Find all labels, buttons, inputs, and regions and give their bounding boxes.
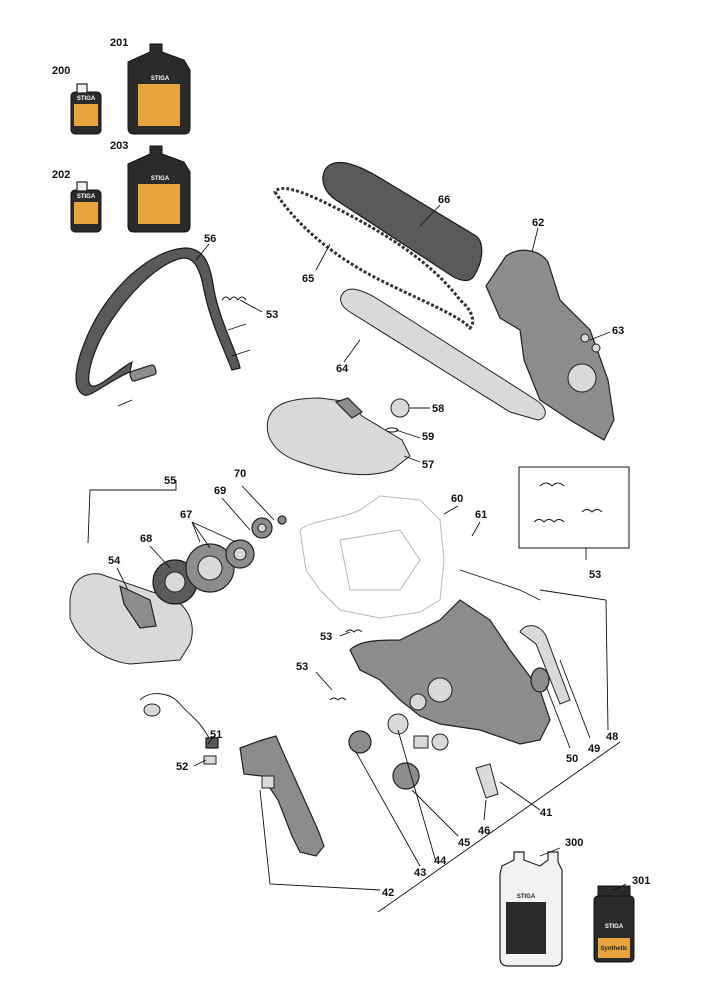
part-label-46: 46 [478,825,490,837]
part-label-64: 64 [336,363,349,375]
rear-grip [239,735,325,857]
bottle-brand-label: STIGA [77,96,96,102]
part-label-70: 70 [234,468,246,480]
bottle-203: STIGA [127,145,191,233]
bottle-brand-label: STIGA [151,176,170,182]
part-label-49: 49 [588,743,600,755]
bottle-brand-label: STIGA [151,76,170,82]
part-label-53-low: 53 [296,661,308,673]
spring-parts [329,629,363,701]
part-label-43: 43 [414,867,426,879]
chain-brake-housing [485,249,615,441]
part-label-48: 48 [606,731,618,743]
bottle-oil-type-label: Synthetic [600,946,628,952]
bottle-202: STIGA [70,181,102,233]
part-label-66: 66 [438,194,450,206]
part-label-53-mid: 53 [320,631,332,643]
part-label-59: 59 [422,431,434,443]
part-number-labels: 200 201 202 203 56 53 66 62 65 63 64 58 … [52,37,650,899]
right-side-parts [459,569,571,705]
part-label-68: 68 [140,533,152,545]
part-label-67: 67 [180,509,192,521]
saw-chain [273,187,475,331]
part-label-58: 58 [432,403,444,415]
part-label-202: 202 [52,169,70,181]
spring-kit-box [518,466,630,549]
part-label-61: 61 [475,509,487,521]
bottle-201: STIGA [127,43,191,135]
part-label-60: 60 [451,493,463,505]
part-label-44: 44 [434,855,447,867]
part-label-69: 69 [214,485,226,497]
part-label-56: 56 [204,233,216,245]
part-label-300: 300 [565,837,583,849]
part-label-53-box: 53 [589,569,601,581]
leader-lines [87,204,627,913]
part-label-57: 57 [422,459,434,471]
part-label-54: 54 [108,555,121,567]
part-label-200: 200 [52,65,70,77]
bottle-200: STIGA [70,83,102,135]
part-label-50: 50 [566,753,578,765]
bottle-300: STIGA [499,851,563,967]
part-label-301: 301 [632,875,650,887]
part-label-62: 62 [532,217,544,229]
front-handle [75,247,241,396]
part-label-42: 42 [382,887,394,899]
guide-bar [340,288,546,421]
bottle-301: STIGA Synthetic [593,885,635,963]
part-label-45: 45 [458,837,470,849]
part-label-65: 65 [302,273,314,285]
part-label-201: 201 [110,37,128,49]
part-label-52: 52 [176,761,188,773]
top-cover [266,397,411,476]
ignition-wiring [139,693,219,765]
part-label-55: 55 [164,475,176,487]
bottle-brand-label: STIGA [517,894,536,900]
main-chassis [349,599,551,745]
part-label-63: 63 [612,325,624,337]
part-label-41: 41 [540,807,552,819]
engine-housing-outline [299,495,445,619]
bottle-brand-label: STIGA [77,194,96,200]
bottle-brand-label: STIGA [605,924,624,930]
part-label-53: 53 [266,309,278,321]
bar-cover [322,161,483,282]
part-label-51: 51 [210,729,222,741]
handle-spring-bolts [117,296,251,407]
small-components [348,713,499,799]
starter-pulleys [152,515,287,605]
part-label-203: 203 [110,140,128,152]
